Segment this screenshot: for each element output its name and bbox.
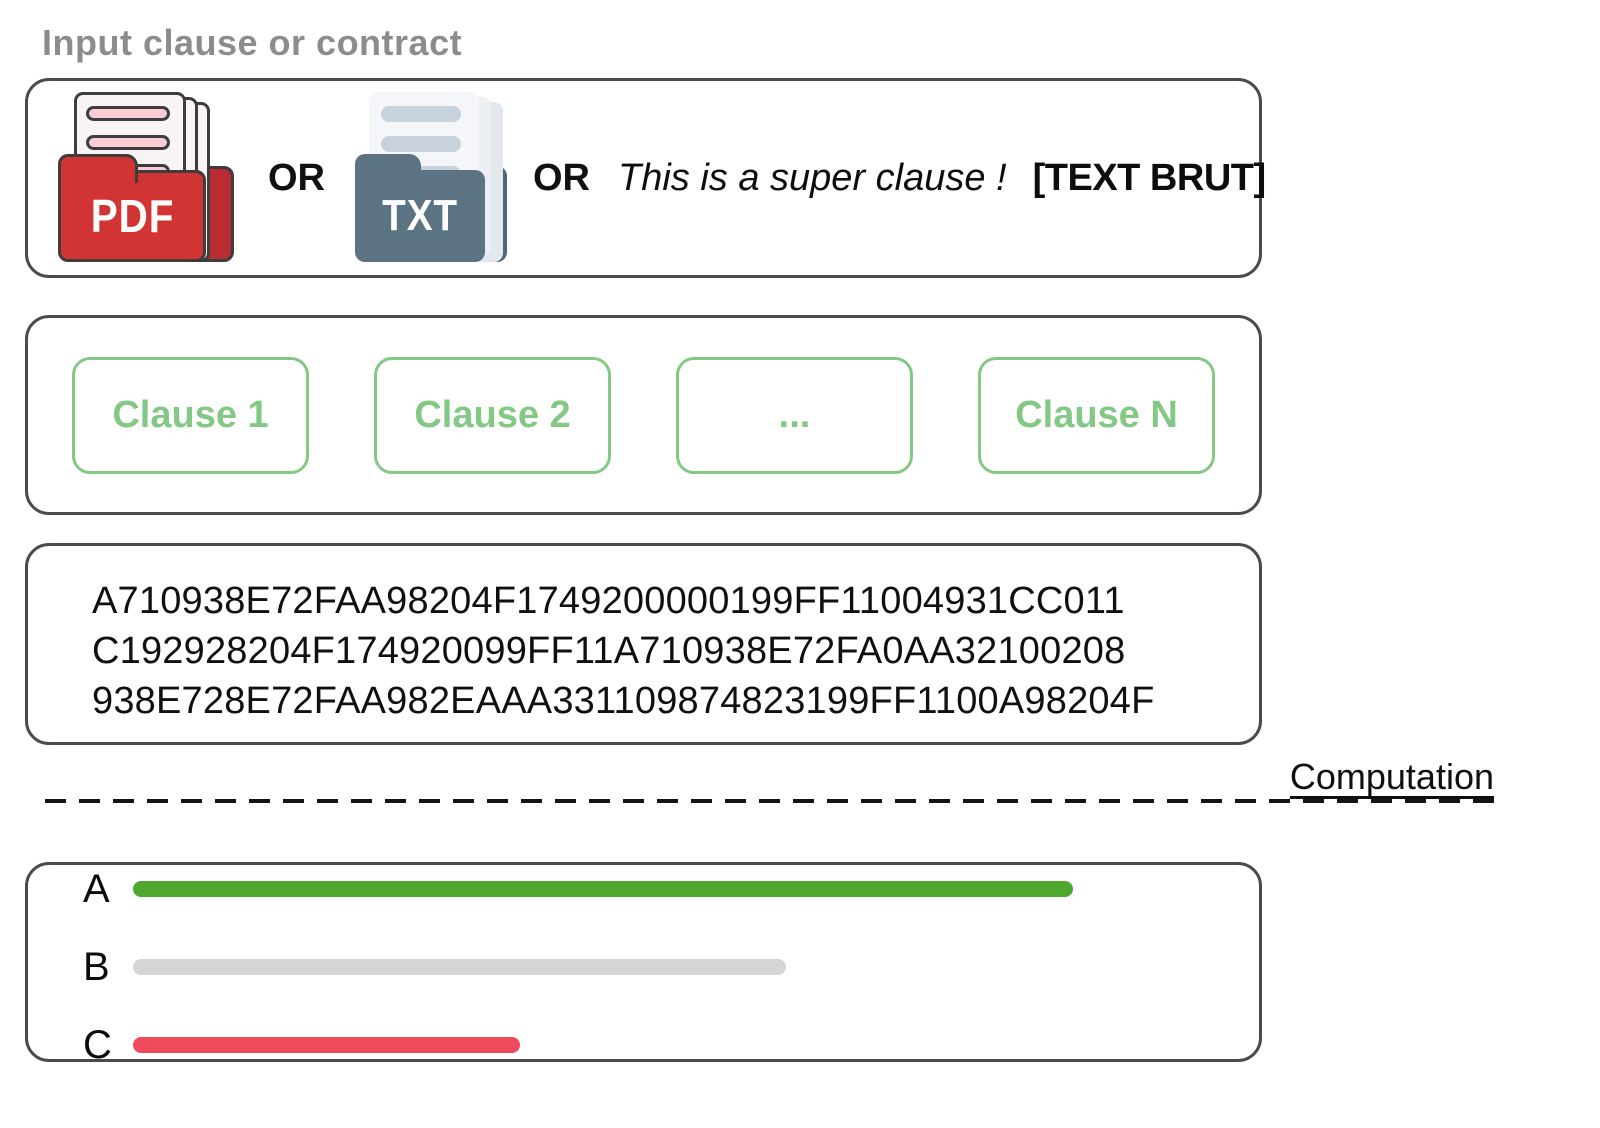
- or-separator-right: OR: [533, 156, 590, 199]
- bar-row-c: C: [83, 1023, 1239, 1068]
- pdf-folder-front: PDF: [58, 154, 206, 262]
- example-clause-text: This is a super clause !: [618, 156, 1007, 199]
- pdf-file-stack-icon: PDF: [58, 92, 244, 264]
- clause-chip-ellipsis: ...: [676, 356, 913, 474]
- bar-row-b: B: [83, 945, 1239, 990]
- hash-line: 938E728E72FAA982EAAA331109874823199FF110…: [92, 680, 1155, 722]
- bar-b: [133, 959, 786, 975]
- bar-row-a: A: [83, 867, 1239, 912]
- clause-chip-n: Clause N: [978, 356, 1215, 474]
- bar-a: [133, 881, 1074, 897]
- encoded-hash-box: A710938E72FAA98204F1749200000199FF110049…: [25, 543, 1262, 745]
- input-formats-box: PDF OR TXT OR This is a super clause ! […: [25, 78, 1266, 278]
- similarity-bars-box: A B C: [25, 862, 1262, 1067]
- bar-c: [133, 1037, 521, 1053]
- or-separator-left: OR: [268, 156, 325, 199]
- bar-category-label: B: [83, 944, 110, 989]
- txt-folder-front: TXT: [355, 154, 485, 262]
- pdf-label: PDF: [90, 190, 174, 242]
- clause-chip-2: Clause 2: [374, 356, 611, 474]
- txt-label: TXT: [382, 191, 458, 240]
- bar-category-label: A: [83, 866, 110, 911]
- clauses-box: Clause 1 Clause 2 ... Clause N: [25, 315, 1262, 515]
- computation-dashed-divider: [45, 799, 1500, 803]
- hash-line: C192928204F174920099FF11A710938E72FA0AA3…: [92, 630, 1126, 672]
- hash-line: A710938E72FAA98204F1749200000199FF110049…: [92, 580, 1125, 622]
- computation-label: Computation: [1289, 756, 1494, 797]
- clause-chip-1: Clause 1: [72, 356, 309, 474]
- txt-file-stack-icon: TXT: [355, 92, 509, 264]
- bar-category-label: C: [83, 1022, 112, 1067]
- raw-text-tag: [TEXT BRUT]: [1032, 156, 1267, 199]
- input-section-title: Input clause or contract: [42, 22, 463, 63]
